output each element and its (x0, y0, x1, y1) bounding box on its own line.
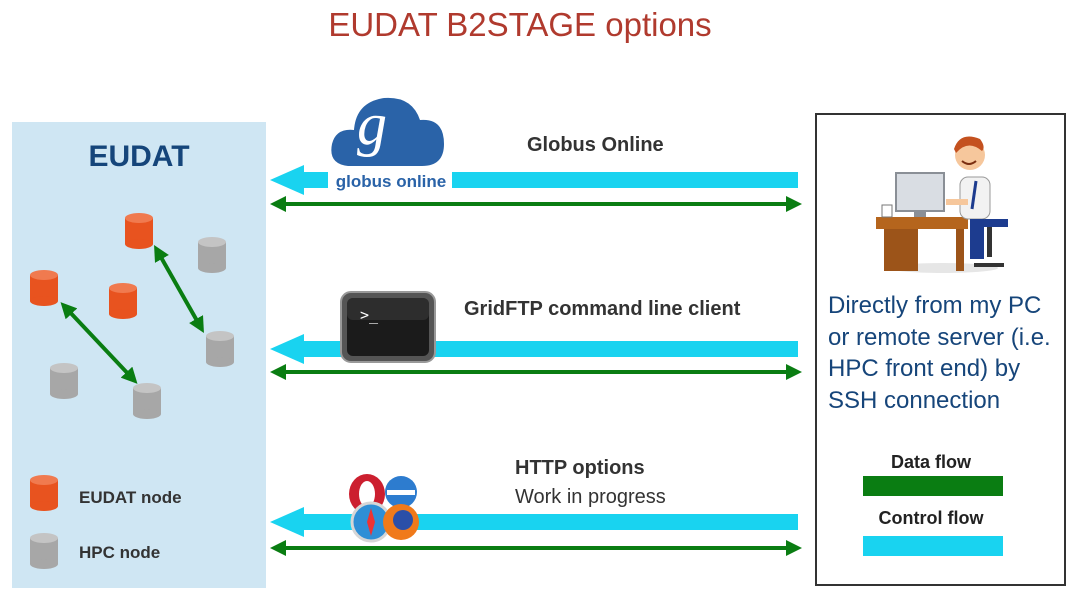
legend-hpc-node-label: HPC node (79, 543, 161, 562)
data-flow-key-label: Data flow (890, 452, 971, 472)
eudat-node (30, 270, 58, 306)
replication-arrow (60, 302, 138, 384)
legend-eudat-node-icon (30, 475, 58, 511)
client-description: Directly from my PC or remote server (i.… (828, 292, 1051, 414)
page-title: EUDAT B2STAGE options (328, 6, 712, 43)
control-flow-key-swatch (863, 536, 1003, 556)
legend-hpc-node-icon (30, 533, 58, 569)
eudat-label: EUDAT (88, 140, 190, 173)
flow-label-globus: Globus Online (527, 134, 664, 156)
flow-label-http: HTTP options (515, 457, 645, 479)
globus-online-logo (328, 97, 452, 190)
terminal-prompt: >_ (360, 306, 379, 324)
data-flow-arrow-gridftp (270, 364, 802, 380)
hpc-node (206, 331, 234, 367)
flow-label-gridftp: GridFTP command line client (464, 298, 741, 320)
control-flow-arrow-http (270, 507, 798, 537)
control-flow-key-label: Control flow (878, 508, 984, 528)
data-flow-arrow-http (270, 540, 802, 556)
legend-eudat-node-label: EUDAT node (79, 488, 182, 507)
data-flow-key-swatch (863, 476, 1003, 496)
browser-logos-icon (349, 474, 419, 543)
globus-logo-text: globus online (335, 172, 447, 191)
eudat-node (125, 213, 153, 249)
person-at-computer-icon (876, 136, 1008, 273)
hpc-node (133, 383, 161, 419)
globus-g-letter: g (357, 91, 387, 157)
replication-arrow (154, 245, 204, 333)
terminal-icon (340, 291, 436, 363)
flow-sublabel-http: Work in progress (515, 486, 666, 508)
data-flow-arrow-globus (270, 196, 802, 212)
